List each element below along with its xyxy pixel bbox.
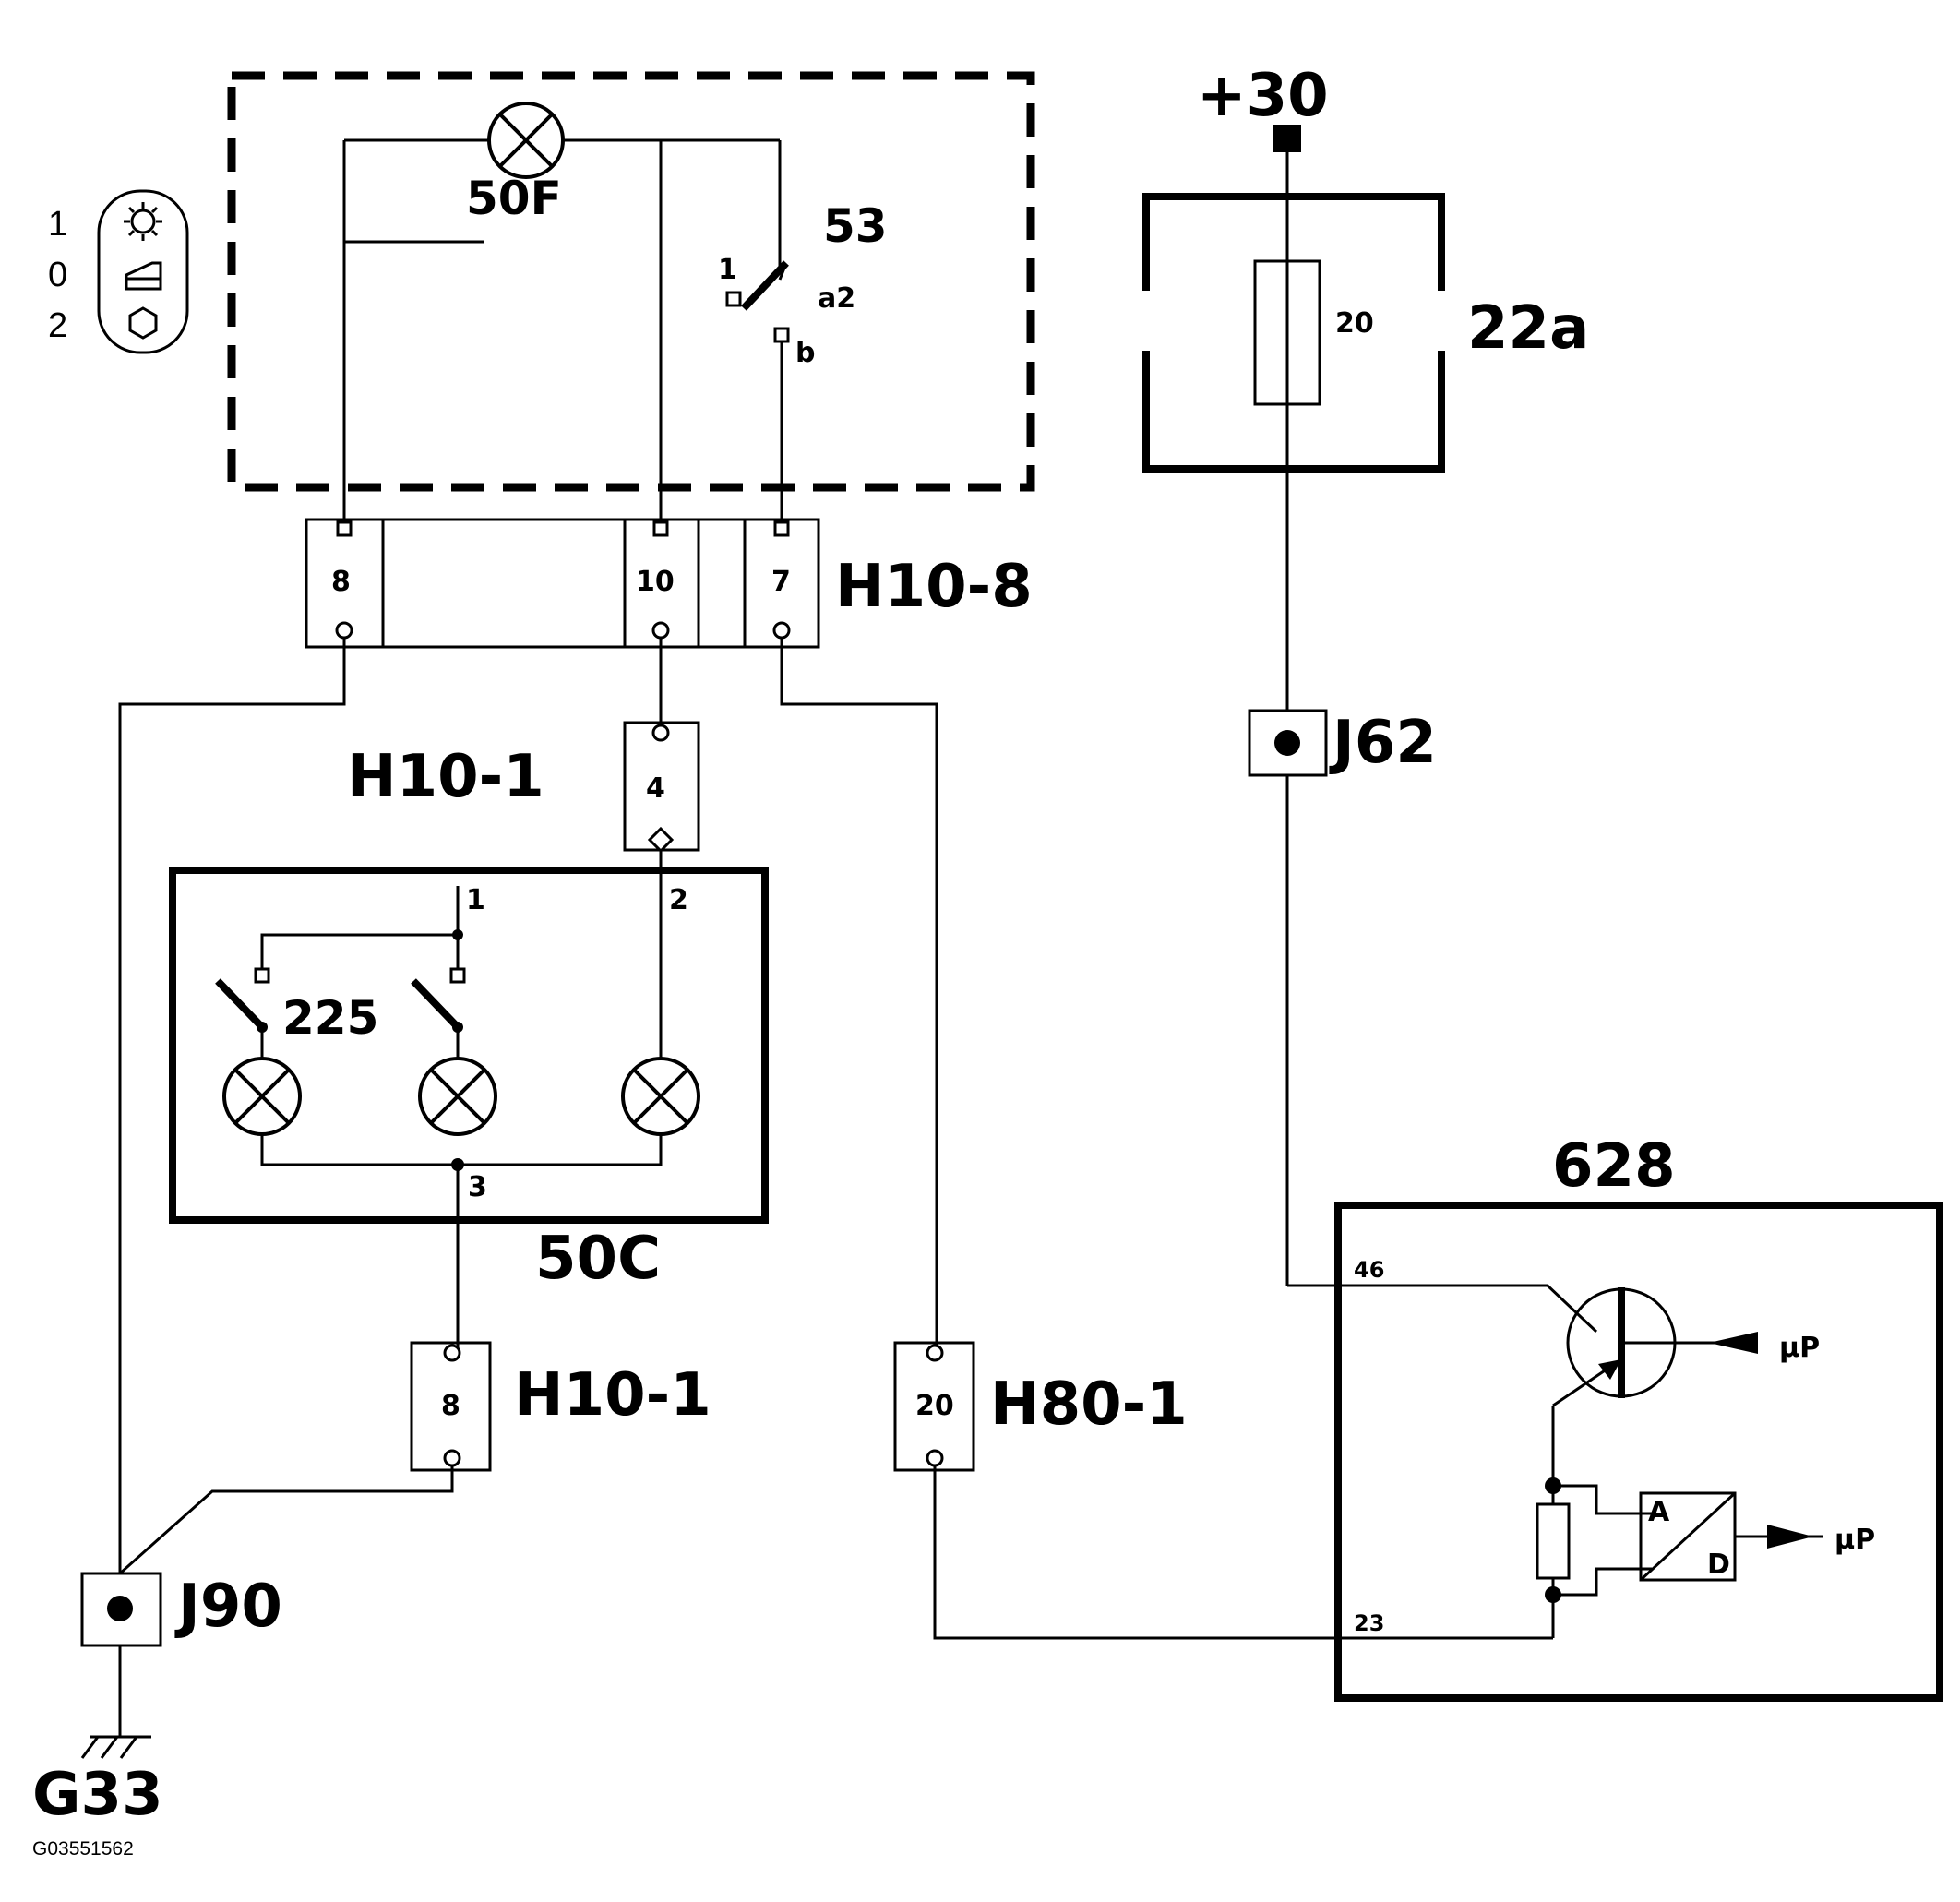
input-arrow-1	[1681, 1332, 1758, 1354]
H80-1-label: H80-1	[990, 1370, 1188, 1439]
H10-1-bottom-label: H10-1	[514, 1361, 711, 1429]
ground-symbol	[80, 1735, 151, 1759]
legend-capsule	[97, 189, 189, 354]
supply-plus30-label: +30	[1197, 62, 1329, 130]
wire-to-J90	[119, 1465, 454, 1575]
H80-1-pin: 20	[915, 1390, 954, 1422]
splice-J90	[80, 1572, 162, 1737]
figure-id: G03551562	[32, 1838, 134, 1860]
H10-1-bottom-pin: 8	[441, 1390, 460, 1422]
ad-label-d: D	[1707, 1549, 1730, 1581]
mp-label-1: µP	[1779, 1332, 1820, 1364]
control-unit-628	[1334, 1202, 1943, 1702]
fuse-element	[1253, 259, 1321, 406]
hexagon-icon	[128, 306, 158, 340]
switch-pos-1-label: 1	[718, 254, 737, 286]
fuse-box-22a	[1142, 193, 1445, 473]
lamp-50F	[487, 102, 565, 179]
50C-pin-1: 1	[466, 884, 485, 916]
connector-H10-8	[305, 518, 820, 649]
50C-pin-3: 3	[468, 1171, 487, 1203]
wire-to-628-pin-23	[933, 1465, 1338, 1640]
fuse-value: 20	[1335, 307, 1374, 340]
parking-light-icon	[125, 261, 162, 291]
628-pin-23: 23	[1354, 1610, 1384, 1636]
transistor-symbol	[1551, 1287, 1681, 1486]
switch-53-label: 53	[823, 199, 888, 253]
H10-8-pin-8: 8	[331, 566, 351, 598]
switch-module-housing	[227, 71, 1035, 492]
output-arrow-2	[1735, 1525, 1823, 1549]
mp-label-2: µP	[1835, 1524, 1875, 1556]
628-pin-46: 46	[1354, 1257, 1384, 1283]
sun-icon	[124, 202, 162, 241]
connector-H10-1-top	[623, 721, 700, 854]
position-legend: 1 0 2	[48, 189, 189, 354]
lamp-50C-3	[621, 1057, 700, 1136]
switch-pos-a-label: a2	[818, 282, 855, 315]
switch-contact-b	[773, 327, 790, 343]
50C-label: 50C	[535, 1225, 661, 1293]
lamp-cluster-50C	[169, 867, 769, 1224]
50C-pin-2: 2	[669, 884, 688, 916]
lamp-50F-label: 50F	[466, 172, 562, 225]
dash-module-wiring	[342, 138, 790, 529]
H10-8-pin-7: 7	[771, 566, 791, 598]
G33-label: G33	[32, 1761, 163, 1829]
H10-8-pin-10: 10	[636, 566, 675, 598]
ad-label-a: A	[1648, 1496, 1670, 1528]
wire-46-to-transistor	[1287, 1284, 1598, 1334]
fuse-box-22a-label: 22a	[1467, 294, 1589, 363]
J90-label: J90	[174, 1573, 282, 1641]
legend-number-1: 1	[48, 205, 67, 244]
switch-pos-b-label: b	[795, 337, 815, 369]
H10-1-top-label: H10-1	[347, 743, 544, 811]
H10-8-label: H10-8	[835, 553, 1033, 621]
sense-resistor-network	[1338, 1477, 1652, 1640]
lamp-50C-2	[418, 1057, 497, 1136]
legend-number-2: 2	[48, 306, 67, 345]
lamp-50C-1	[222, 1057, 302, 1136]
J62-label: J62	[1329, 709, 1437, 777]
splice-J62	[1248, 709, 1328, 1286]
legend-number-0: 0	[48, 256, 67, 294]
supply-terminal	[1273, 125, 1301, 152]
h10-8-wiring	[118, 638, 938, 1573]
lamp-cluster-wiring	[215, 851, 663, 1349]
switch-contact-1	[725, 291, 742, 307]
control-unit-628-label: 628	[1552, 1132, 1676, 1201]
H10-1-top-pin: 4	[646, 772, 665, 805]
switch-225-label: 225	[282, 991, 378, 1045]
